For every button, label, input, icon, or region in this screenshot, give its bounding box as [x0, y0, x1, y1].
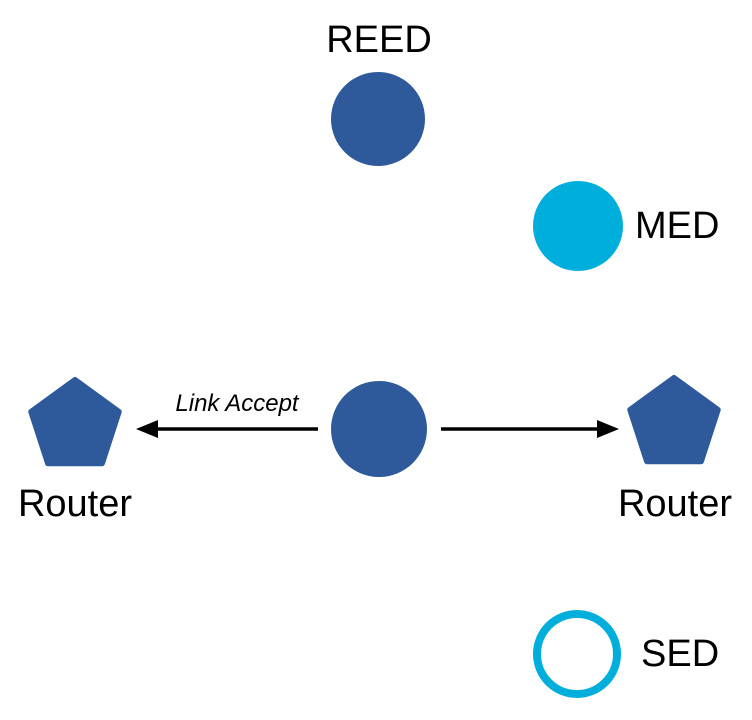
- med-node-label: MED: [635, 205, 720, 247]
- sed-node-label: SED: [641, 633, 720, 675]
- med-node-circle: [533, 181, 623, 271]
- link-accept-edge-label: Link Accept: [175, 390, 299, 417]
- router-right-pentagon: [627, 375, 721, 465]
- router-left-label: Router: [17, 483, 133, 525]
- reed-node-label: REED: [326, 19, 432, 61]
- router-left-pentagon: [28, 377, 122, 467]
- reed-node-circle: [331, 72, 425, 166]
- sed-node-ring: [533, 610, 621, 698]
- router-right-label: Router: [617, 483, 733, 525]
- link-accept-arrowhead: [136, 420, 158, 438]
- right-arrowhead: [597, 420, 619, 438]
- center-device-circle: [331, 381, 427, 477]
